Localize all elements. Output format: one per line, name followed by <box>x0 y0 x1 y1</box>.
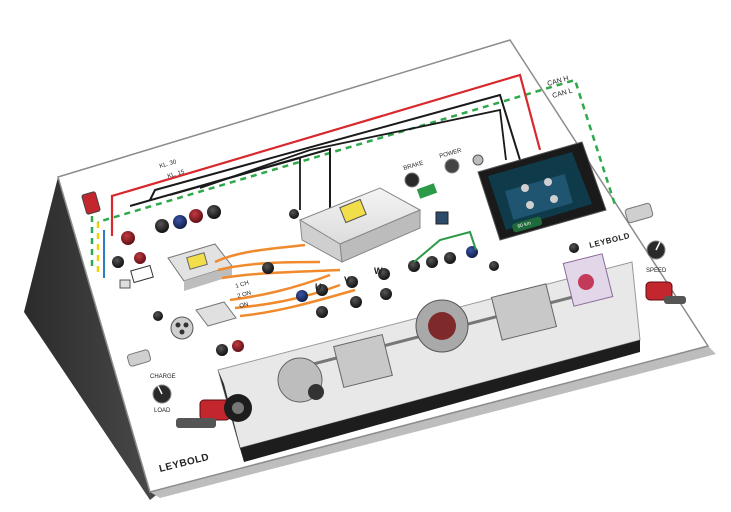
socket-blue[interactable] <box>173 215 187 229</box>
kl15-label: KL. 15 <box>167 169 186 180</box>
display-button[interactable] <box>511 216 543 233</box>
socket-black[interactable] <box>155 219 169 233</box>
socket-black[interactable] <box>207 205 221 219</box>
brake-caliper-left <box>176 394 252 428</box>
charging-inlet <box>170 316 194 340</box>
black-line-mid2 <box>199 108 507 189</box>
socket-black[interactable] <box>380 288 392 300</box>
socket-black[interactable] <box>444 252 456 264</box>
charge-label: CHARGE <box>150 374 176 380</box>
can-l-label: CAN L <box>552 87 574 99</box>
display-unit <box>477 141 607 241</box>
socket-black[interactable] <box>112 256 124 268</box>
relay-module <box>195 301 237 327</box>
phase-w-label: W <box>374 266 383 276</box>
housing-side <box>24 177 160 500</box>
socket-black[interactable] <box>346 276 358 288</box>
fuse-block <box>119 279 131 289</box>
main-power-switch[interactable] <box>81 191 101 215</box>
socket-black[interactable] <box>216 344 228 356</box>
front-panel <box>57 39 710 493</box>
rear-assembly <box>562 253 614 307</box>
socket-red[interactable] <box>232 340 244 352</box>
socket-black[interactable] <box>153 311 163 321</box>
connector-right <box>624 202 654 224</box>
brake-caliper-right <box>645 281 686 304</box>
display-button-label: 60 km <box>517 220 532 230</box>
socket-black[interactable] <box>569 243 579 253</box>
power-indicator <box>472 154 484 166</box>
kl30-label: KL. 30 <box>159 159 178 170</box>
housing-bottom-edge <box>150 346 716 498</box>
mode-label-c: ON <box>239 302 249 310</box>
power-button[interactable] <box>444 158 460 174</box>
hv-control-unit <box>298 187 422 263</box>
small-board <box>416 183 438 199</box>
socket-blue[interactable] <box>296 290 308 302</box>
gearbox-block <box>490 283 558 341</box>
load-label: LOAD <box>154 408 171 414</box>
kl30-line <box>110 73 542 236</box>
socket-red[interactable] <box>121 231 135 245</box>
socket-red[interactable] <box>189 209 203 223</box>
phase-u-label: U <box>315 282 322 292</box>
socket-black[interactable] <box>316 306 328 318</box>
green-wires <box>413 230 477 263</box>
socket-red[interactable] <box>289 209 299 219</box>
connector-left <box>126 349 152 367</box>
battery-symbol <box>130 264 154 284</box>
socket-black[interactable] <box>426 256 438 268</box>
socket-black[interactable] <box>408 260 420 272</box>
socket-red[interactable] <box>134 252 146 264</box>
mode-label-b: 2 ON <box>237 290 252 300</box>
black-line-top <box>149 93 521 201</box>
phase-v-label: V <box>344 275 350 285</box>
brake-label: BRAKE <box>403 161 424 172</box>
socket-black[interactable] <box>489 261 499 271</box>
socket-black[interactable] <box>316 284 328 296</box>
socket-black[interactable] <box>350 296 362 308</box>
socket-black[interactable] <box>262 262 274 274</box>
mode-label-a: 1 CH <box>235 280 250 290</box>
speed-label: SPEED <box>646 268 667 274</box>
motor-block <box>333 333 393 389</box>
brake-button[interactable] <box>404 172 420 188</box>
socket-black[interactable] <box>378 268 390 280</box>
can-connector[interactable] <box>435 211 449 225</box>
socket-group-center <box>262 209 579 318</box>
socket-group-left <box>112 205 221 268</box>
wheel-center-left <box>308 384 324 400</box>
